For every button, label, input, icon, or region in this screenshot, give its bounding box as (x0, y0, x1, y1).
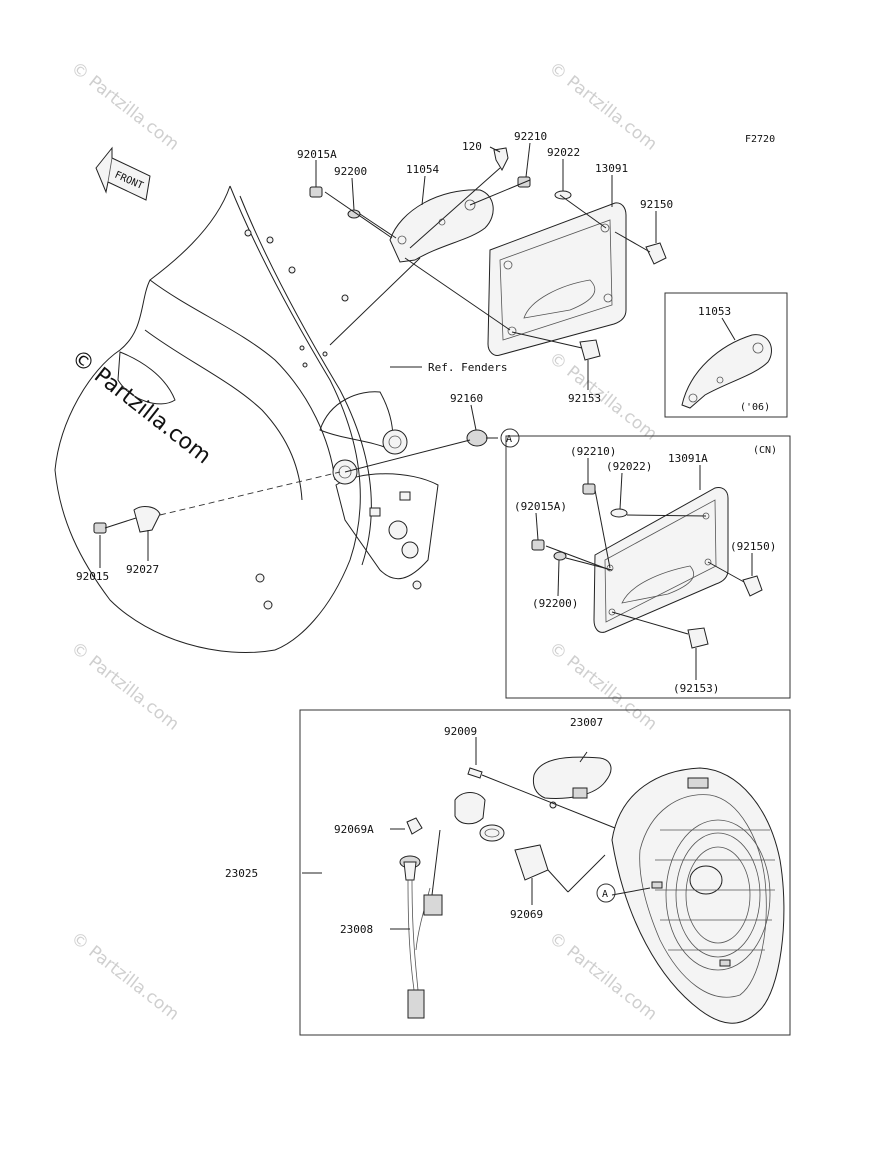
license-plate-13091A (593, 487, 729, 633)
license-bracket-11054 (389, 189, 494, 263)
part-label: 92150 (640, 198, 673, 211)
part-label: (92210) (570, 445, 616, 458)
watermark: © Partzilla.com (545, 928, 661, 1025)
part-label: 92200 (334, 165, 367, 178)
part-label: 11054 (406, 163, 439, 176)
tail-lamp-box (299, 709, 791, 1036)
watermark: © Partzilla.com (67, 58, 183, 155)
watermark: © Partzilla.com (67, 928, 183, 1025)
lens-23007 (532, 756, 612, 809)
year-tag: ('06) (740, 402, 770, 413)
cn-variant-box (505, 435, 791, 699)
cn-hardware (531, 483, 763, 649)
inset-box-06 (664, 292, 788, 418)
part-label: 92069A (334, 823, 374, 836)
license-plate-13091 (487, 202, 627, 356)
callout-letter: A (506, 434, 512, 445)
callout-a-upper: A (500, 428, 520, 448)
watermark: © Partzilla.com (67, 638, 183, 735)
cn-tag: (CN) (753, 445, 777, 456)
leader-lines-lamp (302, 737, 651, 930)
part-label: 92027 (126, 563, 159, 576)
part-label: (92153) (673, 682, 719, 695)
socket-and-bulb (406, 767, 549, 881)
part-label: 120 (462, 140, 482, 153)
part-label: (92150) (730, 540, 776, 553)
part-label: 92160 (450, 392, 483, 405)
part-label: 11053 (698, 305, 731, 318)
label-leaders (99, 142, 753, 680)
watermark: © Partzilla.com (545, 348, 661, 445)
part-label: 13091 (595, 162, 628, 175)
front-arrow-icon: FRONT (95, 146, 151, 201)
part-label: 23025 (225, 867, 258, 880)
tail-lamp-housing-23025 (611, 767, 785, 1024)
part-label: 92015 (76, 570, 109, 583)
part-label: 92015A (297, 148, 337, 161)
part-label: 92022 (547, 146, 580, 159)
callout-a-lower: A (596, 883, 616, 903)
figure-code: F2720 (745, 134, 775, 145)
part-label: (92200) (532, 597, 578, 610)
part-label: 92153 (568, 392, 601, 405)
part-label: 92009 (444, 725, 477, 738)
small-hardware (93, 147, 667, 534)
ref-fenders-label: Ref. Fenders (428, 361, 507, 374)
license-bracket-11053 (681, 317, 772, 409)
part-label: 92210 (514, 130, 547, 143)
part-label: (92015A) (514, 500, 567, 513)
part-label: 23007 (570, 716, 603, 729)
wire-harness-23008 (399, 829, 443, 1019)
part-labels: 92015A 92200 11054 120 92210 92022 13091… (76, 130, 777, 936)
leader-lines-upper (104, 146, 651, 529)
callout-letter: A (602, 889, 608, 900)
part-label: (92022) (606, 460, 652, 473)
part-label: 23008 (340, 923, 373, 936)
watermark-large: © Partzilla.com (66, 345, 215, 469)
watermark: © Partzilla.com (545, 58, 661, 155)
part-label: 13091A (668, 452, 708, 465)
part-label: 92069 (510, 908, 543, 921)
rear-fender (54, 185, 439, 653)
